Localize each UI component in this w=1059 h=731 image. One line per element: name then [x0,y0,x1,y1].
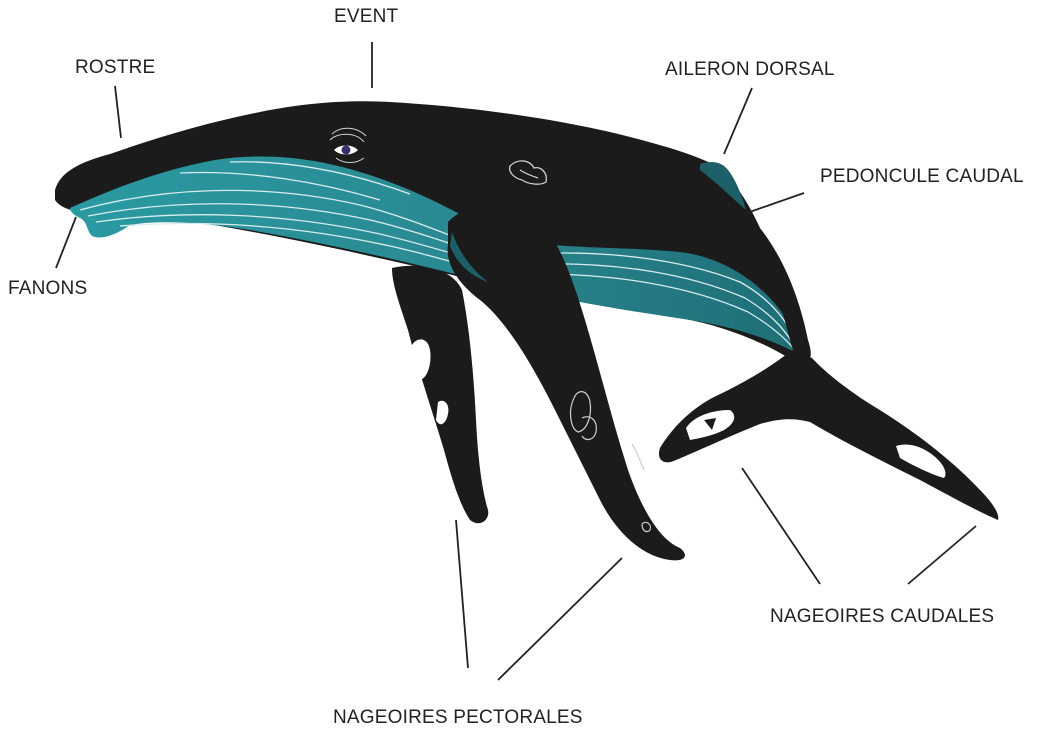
label-nageoires-caudales: NAGEOIRES CAUDALES [770,606,994,628]
far-pectoral-fin [392,266,488,523]
label-event: EVENT [334,6,398,28]
label-rostre: ROSTRE [75,57,155,79]
label-fanons: FANONS [8,278,87,300]
label-nageoires-pectorales: NAGEOIRES PECTORALES [333,707,583,729]
label-aileron-dorsal: AILERON DORSAL [665,59,835,81]
label-pedoncule-caudal: PEDONCULE CAUDAL [820,166,1024,188]
